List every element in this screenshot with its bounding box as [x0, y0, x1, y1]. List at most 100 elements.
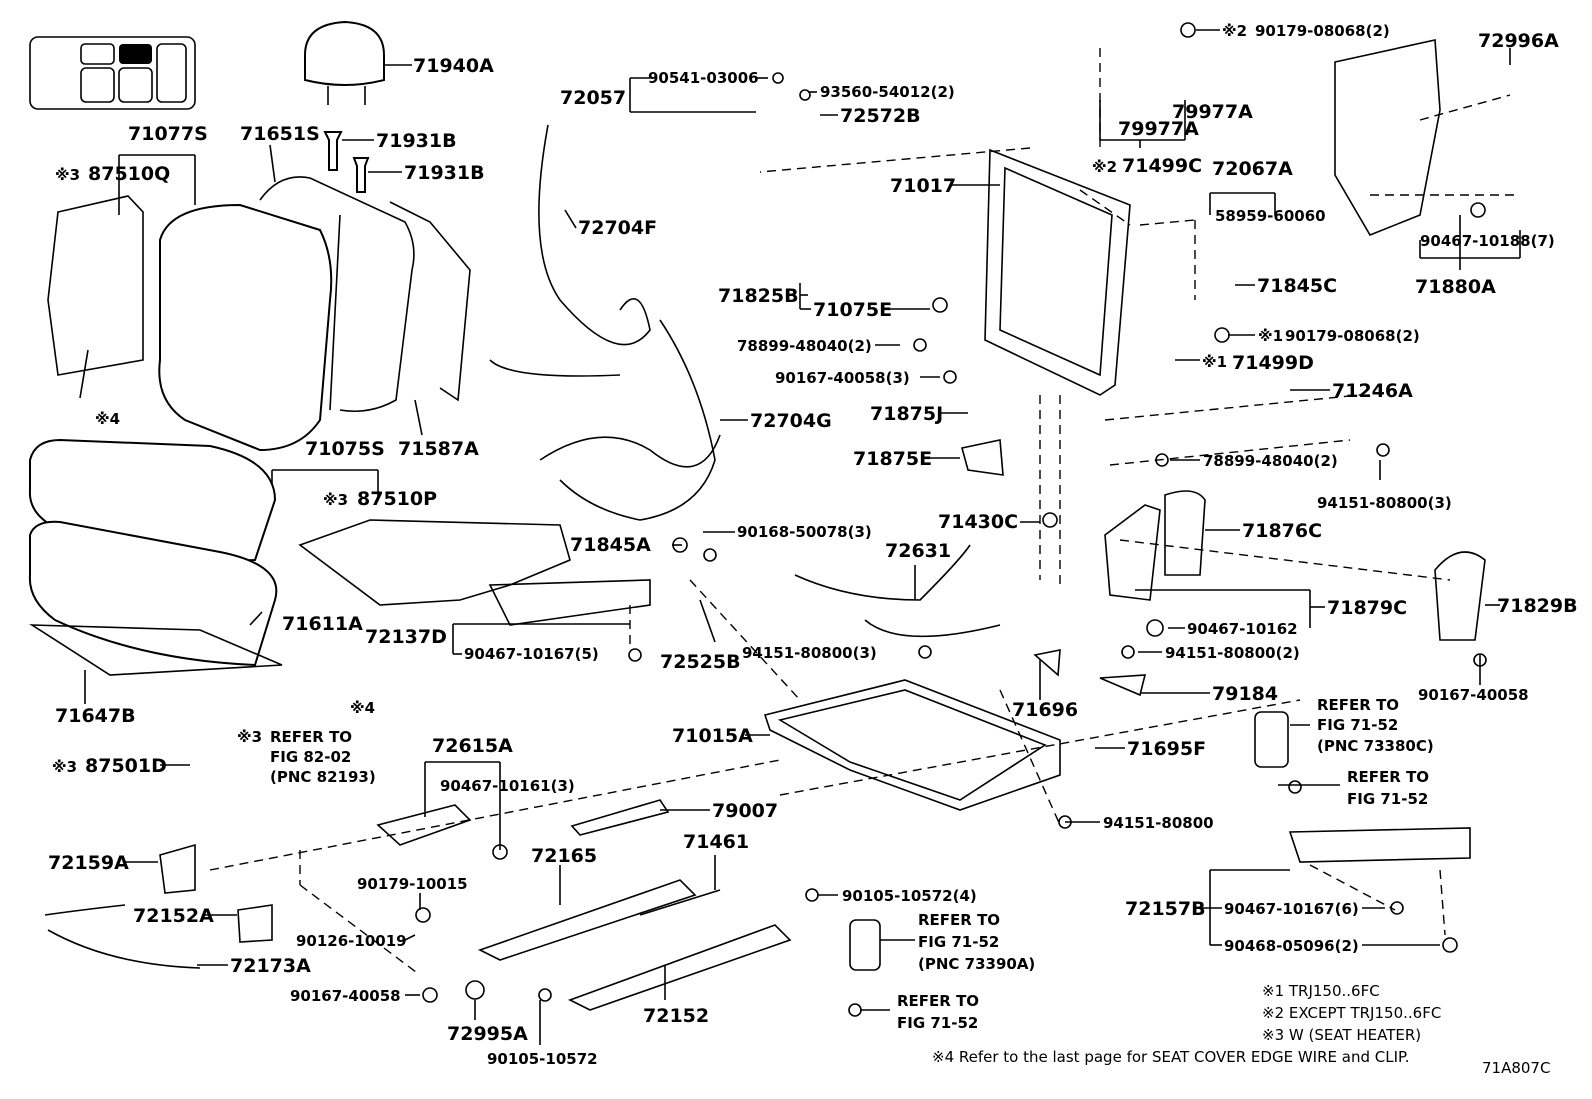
label-79977A-left: 79977A	[1118, 118, 1199, 140]
note-marker-2a: ※2	[1222, 22, 1247, 40]
fastener-shapes	[415, 22, 1487, 1017]
refer-line: FIG 71-52	[1317, 716, 1398, 734]
refer-line: FIG 71-52	[918, 933, 999, 951]
seatback-heater-shape	[47, 195, 144, 399]
label-71876C: 71876C	[1242, 520, 1322, 542]
label-72996A: 72996A	[1478, 30, 1559, 52]
note-marker-3d: ※3	[237, 728, 262, 746]
label-72572B: 72572B	[840, 105, 921, 127]
seat-layout-locator-icon	[29, 36, 196, 110]
note-marker-4a: ※4	[95, 410, 120, 428]
label-72615A: 72615A	[432, 735, 513, 757]
label-71875J: 71875J	[870, 403, 943, 425]
label-90126-10019: 90126-10019	[296, 932, 407, 950]
label-90167-40058-right: 90167-40058	[1418, 686, 1529, 704]
seatback-board-shape	[1334, 39, 1441, 236]
note-marker-3a: ※3	[55, 166, 80, 184]
label-90467-10161-3: 90467-10161(3)	[440, 777, 575, 795]
label-90467-10167-5: 90467-10167(5)	[464, 645, 599, 663]
label-90541-03006: 90541-03006	[648, 69, 759, 87]
label-71611A: 71611A	[282, 613, 363, 635]
label-71940A: 71940A	[413, 55, 494, 77]
label-79977A-right: 79977A	[1172, 101, 1253, 123]
refer-line: (PNC 82193)	[270, 768, 376, 786]
note-marker-1a: ※1	[1258, 327, 1283, 345]
label-90467-10167-6: 90467-10167(6)	[1224, 900, 1359, 918]
refer-line: (PNC 73380C)	[1317, 737, 1434, 755]
refer-line: FIG 71-52	[1347, 790, 1428, 808]
note-marker-4b: ※4	[350, 699, 375, 717]
label-87510P: 87510P	[357, 488, 437, 510]
label-90467-10162: 90467-10162	[1187, 620, 1298, 638]
label-94151-80800-3b: 94151-80800(3)	[1317, 494, 1452, 512]
label-72152A: 72152A	[133, 905, 214, 927]
label-94151-80800-single: 94151-80800	[1103, 814, 1214, 832]
label-71845C: 71845C	[1257, 275, 1337, 297]
label-71880A: 71880A	[1415, 276, 1496, 298]
label-72157B: 72157B	[1125, 898, 1206, 920]
footnote-4: ※4 Refer to the last page for SEAT COVER…	[932, 1048, 1409, 1066]
label-72173A: 72173A	[230, 955, 311, 977]
label-71075S: 71075S	[305, 438, 385, 460]
label-71879C: 71879C	[1327, 597, 1407, 619]
seat-belt-buckle-shape	[849, 711, 1289, 971]
label-90167-40058-3: 90167-40058(3)	[775, 369, 910, 387]
label-71499C: 71499C	[1122, 155, 1202, 177]
refer-line: FIG 71-52	[897, 1014, 978, 1032]
label-93560-54012: 93560-54012(2)	[820, 83, 955, 101]
label-72704G: 72704G	[750, 410, 832, 432]
headrest-shape	[304, 20, 385, 105]
label-71829B: 71829B	[1497, 595, 1578, 617]
label-71647B: 71647B	[55, 705, 136, 727]
label-90179-08068-top: 90179-08068(2)	[1255, 22, 1390, 40]
label-94151-80800-3a: 94151-80800(3)	[742, 644, 877, 662]
label-72159A: 72159A	[48, 852, 129, 874]
label-71695F: 71695F	[1127, 738, 1206, 760]
label-94151-80800-2: 94151-80800(2)	[1165, 644, 1300, 662]
label-71461: 71461	[683, 831, 749, 853]
label-72152: 72152	[643, 1005, 709, 1027]
label-72631: 72631	[885, 540, 951, 562]
label-87510Q: 87510Q	[88, 163, 170, 185]
refer-block-71-52-right[interactable]: REFER TO FIG 71-52	[1347, 768, 1429, 808]
refer-block-73390A[interactable]: REFER TO FIG 71-52 (PNC 73390A)	[918, 911, 1035, 973]
footnote-2: ※2 EXCEPT TRJ150..6FC	[1262, 1004, 1441, 1022]
seat-frame-shape	[298, 519, 1061, 811]
label-87501D: 87501D	[85, 755, 167, 777]
note-marker-3c: ※3	[52, 758, 77, 776]
label-71696: 71696	[1012, 699, 1078, 721]
note-marker-2b: ※2	[1092, 158, 1117, 176]
footnote-3: ※3 W (SEAT HEATER)	[1262, 1026, 1421, 1044]
note-marker-1b: ※1	[1202, 353, 1227, 371]
seatback-frame-shape	[984, 148, 1131, 396]
label-71077S: 71077S	[128, 123, 208, 145]
refer-line: REFER TO	[270, 728, 352, 746]
label-90179-10015: 90179-10015	[357, 875, 468, 893]
label-71499D: 71499D	[1232, 352, 1314, 374]
refer-block-73380C[interactable]: REFER TO FIG 71-52 (PNC 73380C)	[1317, 696, 1434, 755]
footnote-1: ※1 TRJ150..6FC	[1262, 982, 1380, 1000]
refer-block-71-52-bottom[interactable]: REFER TO FIG 71-52	[897, 992, 979, 1032]
solid-leader-lines	[84, 29, 1521, 1045]
refer-block-82-02[interactable]: ※3 REFER TO FIG 82-02 (PNC 82193)	[237, 728, 376, 786]
note-marker-3b: ※3	[323, 491, 348, 509]
label-71875E: 71875E	[853, 448, 932, 470]
bracket-shape	[44, 439, 1471, 969]
label-71931B-upper: 71931B	[376, 130, 457, 152]
seat-cushion-shape	[28, 438, 283, 676]
side-cover-shape	[1104, 490, 1486, 641]
label-71845A: 71845A	[570, 534, 651, 556]
label-90468-05096-2: 90468-05096(2)	[1224, 937, 1359, 955]
label-79007: 79007	[712, 800, 778, 822]
label-78899-48040-b: 78899-48040(2)	[1203, 452, 1338, 470]
label-71017: 71017	[890, 175, 956, 197]
label-72525B: 72525B	[660, 651, 741, 673]
seatback-cover-shape	[158, 176, 471, 452]
footnotes: ※1 TRJ150..6FC ※2 EXCEPT TRJ150..6FC ※3 …	[932, 982, 1550, 1077]
label-72057: 72057	[560, 87, 626, 109]
cable-shape	[489, 124, 1001, 638]
refer-line: FIG 82-02	[270, 748, 351, 766]
label-71651S: 71651S	[240, 123, 320, 145]
label-72137D: 72137D	[365, 626, 447, 648]
